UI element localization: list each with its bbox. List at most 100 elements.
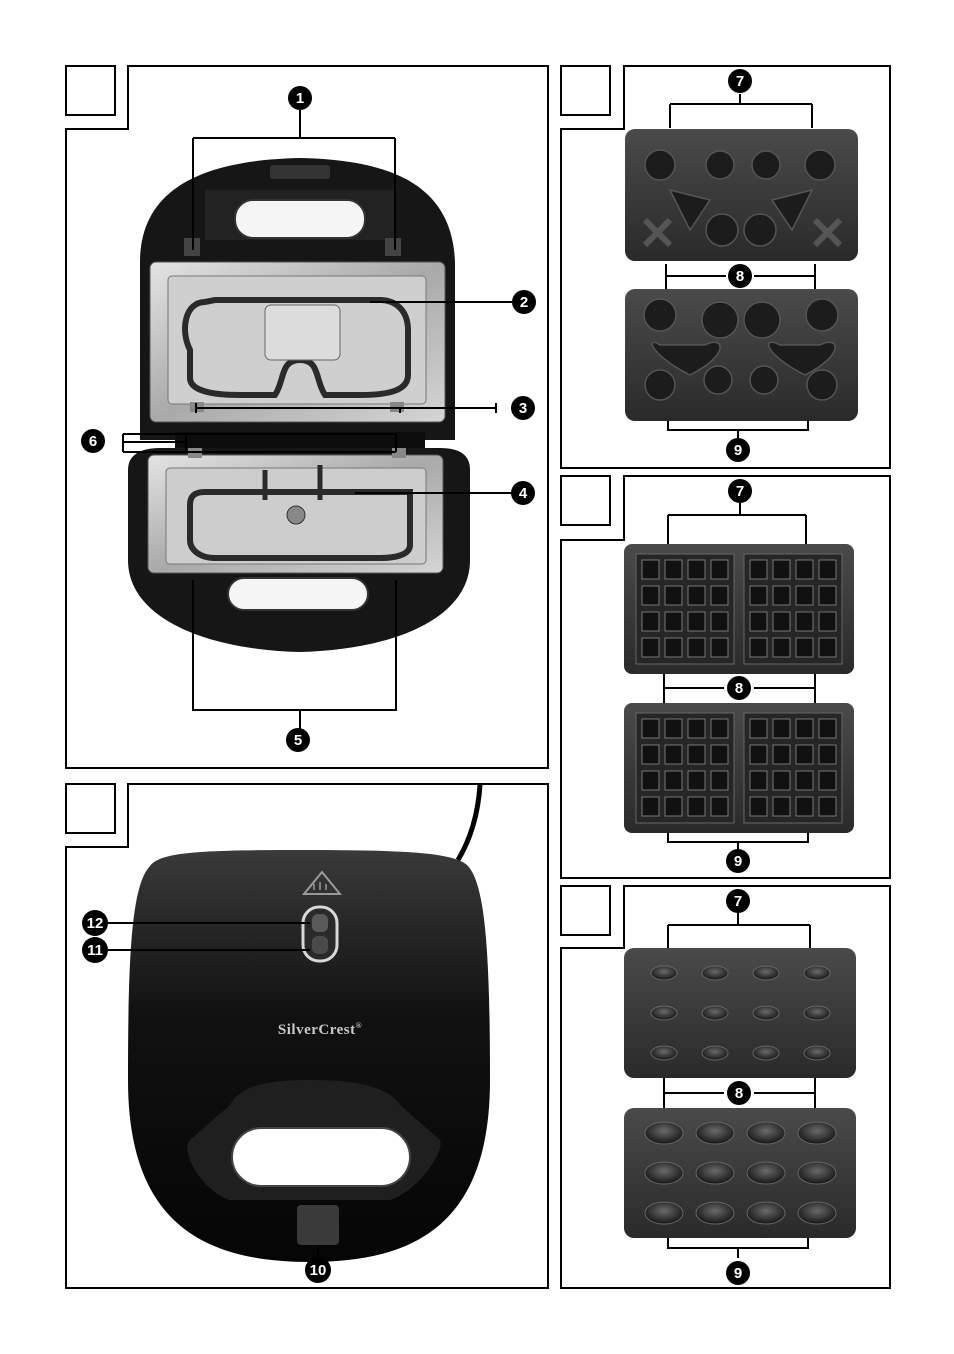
waffle-cell xyxy=(687,796,706,817)
hot-surface-warning-icon xyxy=(301,870,343,895)
waffle-cell xyxy=(710,559,729,580)
callout-12: 12 xyxy=(82,910,108,936)
callout-4: 4 xyxy=(511,481,535,505)
waffle-cell xyxy=(749,585,768,606)
svg-text:12: 12 xyxy=(87,915,104,932)
nut-mould xyxy=(644,1121,684,1145)
nut-mould xyxy=(701,1005,729,1021)
waffle-cell xyxy=(818,611,837,632)
svg-text:9: 9 xyxy=(734,442,742,459)
callout-9-fig4: 9 xyxy=(726,849,750,873)
waffle-cell xyxy=(664,611,683,632)
hinge xyxy=(175,432,425,448)
svg-text:1: 1 xyxy=(296,90,304,107)
waffle-cell xyxy=(749,611,768,632)
figure-4-label-box xyxy=(560,475,611,526)
waffle-cell xyxy=(772,585,791,606)
callout-1: 1 xyxy=(288,86,312,110)
waffle-cell xyxy=(749,770,768,791)
lower-nut-plate xyxy=(624,1108,856,1238)
svg-text:7: 7 xyxy=(734,893,742,910)
heating-element-lower xyxy=(187,489,413,561)
waffle-cell xyxy=(664,559,683,580)
waffle-cell xyxy=(687,744,706,765)
waffle-cell xyxy=(641,718,660,739)
nut-mould xyxy=(797,1161,837,1185)
waffle-cells xyxy=(641,559,837,817)
power-indicator-lamp xyxy=(312,936,328,954)
nut-mould xyxy=(803,965,831,981)
svg-text:4: 4 xyxy=(519,485,528,502)
callout-7-fig3: 7 xyxy=(728,69,752,93)
callout-lines-figure-3 xyxy=(665,94,816,438)
svg-text:8: 8 xyxy=(735,680,743,697)
waffle-cell xyxy=(749,559,768,580)
svg-text:3: 3 xyxy=(519,400,527,417)
nut-mould xyxy=(650,965,678,981)
handle-opening xyxy=(231,1127,411,1187)
nut-mould xyxy=(746,1161,786,1185)
waffle-cell xyxy=(818,585,837,606)
nut-mould xyxy=(701,1045,729,1061)
waffle-cell xyxy=(710,744,729,765)
nut-mould xyxy=(695,1161,735,1185)
waffle-cell xyxy=(664,744,683,765)
figure-4-waffle-plates xyxy=(560,475,891,879)
shaped-moulds xyxy=(642,149,843,401)
nut-mould xyxy=(752,1045,780,1061)
waffle-cell xyxy=(687,559,706,580)
waffle-cell xyxy=(687,585,706,606)
figure-1-label-box xyxy=(65,65,116,116)
svg-text:6: 6 xyxy=(89,433,97,450)
callout-numbers: 1 2 3 6 4 5 12 11 10 7 8 9 7 8 9 7 8 9 xyxy=(81,69,752,1285)
callout-8-fig5: 8 xyxy=(727,1081,751,1105)
nut-mould xyxy=(695,1201,735,1225)
nut-mould xyxy=(746,1121,786,1145)
waffle-cell xyxy=(641,611,660,632)
waffle-cell xyxy=(687,718,706,739)
waffle-cell xyxy=(710,718,729,739)
waffle-cell xyxy=(641,585,660,606)
svg-text:9: 9 xyxy=(734,853,742,870)
waffle-cell xyxy=(664,585,683,606)
callout-3: 3 xyxy=(511,396,535,420)
waffle-cell xyxy=(687,637,706,658)
brand-logo: SilverCrest® xyxy=(278,1021,362,1038)
figure-2-label-box xyxy=(65,783,116,834)
figure-1-open-appliance xyxy=(65,65,549,769)
waffle-cell xyxy=(641,796,660,817)
waffle-cell xyxy=(710,637,729,658)
callout-11: 11 xyxy=(82,937,108,963)
nut-mould xyxy=(797,1201,837,1225)
waffle-cell xyxy=(795,718,814,739)
waffle-cell xyxy=(818,637,837,658)
waffle-cell xyxy=(664,796,683,817)
waffle-cell xyxy=(772,559,791,580)
waffle-cell xyxy=(664,637,683,658)
waffle-cell xyxy=(818,718,837,739)
callout-lines-figure-1 xyxy=(122,110,512,730)
callout-lines-figure-2 xyxy=(98,922,319,1258)
nut-mould xyxy=(797,1121,837,1145)
callout-7-fig5: 7 xyxy=(726,889,750,913)
callout-8-fig4: 8 xyxy=(727,676,751,700)
nut-mould xyxy=(746,1201,786,1225)
callout-2: 2 xyxy=(512,290,536,314)
waffle-cell xyxy=(772,744,791,765)
waffle-cell xyxy=(710,585,729,606)
waffle-cell xyxy=(641,770,660,791)
nut-mould xyxy=(701,965,729,981)
waffle-cell xyxy=(641,559,660,580)
nut-mould xyxy=(644,1201,684,1225)
svg-text:7: 7 xyxy=(736,73,744,90)
waffle-cell xyxy=(772,796,791,817)
waffle-cell xyxy=(749,796,768,817)
svg-text:5: 5 xyxy=(294,732,302,749)
waffle-cell xyxy=(795,559,814,580)
callout-10: 10 xyxy=(305,1257,331,1283)
svg-text:9: 9 xyxy=(734,1265,742,1282)
waffle-cell xyxy=(795,744,814,765)
callout-8-fig3: 8 xyxy=(728,264,752,288)
svg-text:8: 8 xyxy=(736,268,744,285)
